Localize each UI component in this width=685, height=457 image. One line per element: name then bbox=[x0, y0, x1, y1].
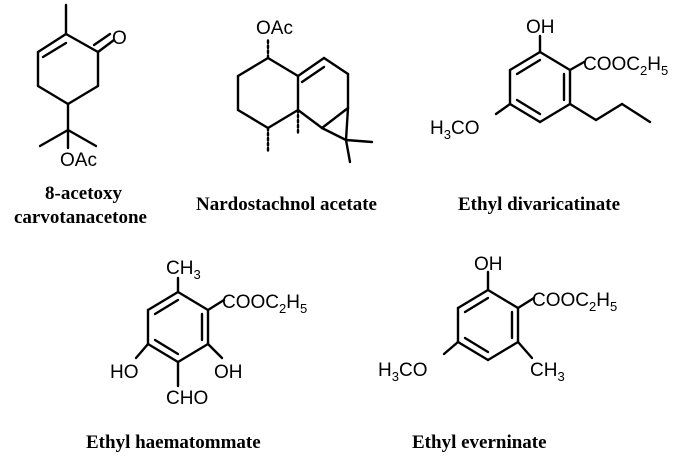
acetoxy-label: OAc bbox=[60, 150, 97, 171]
compound-name: Nardostachnol acetate bbox=[196, 194, 377, 215]
structure-ethyl-everninate: OH COOC2H5 H3CO CH3 Ethyl everninate bbox=[378, 254, 617, 453]
methyl-label: CH3 bbox=[166, 258, 201, 282]
structure-carvotanacetone: O OAc 8-acetoxy carvotanacetone bbox=[14, 3, 147, 228]
methyl-label: CH3 bbox=[530, 360, 565, 384]
compound-name: Ethyl haematommate bbox=[86, 432, 261, 453]
hydroxy-left-label: HO bbox=[110, 362, 139, 383]
structure-ethyl-divaricatinate: OH COOC2H5 H3CO Ethyl divaricatinate bbox=[430, 17, 668, 215]
bond-lines bbox=[36, 3, 116, 150]
hydroxy-label: OH bbox=[526, 17, 555, 38]
ketone-oxygen-label: O bbox=[112, 28, 127, 49]
acetoxy-label: OAc bbox=[256, 18, 293, 39]
compound-name-line1: 8-acetoxy bbox=[45, 183, 123, 204]
methoxy-label: H3CO bbox=[378, 360, 427, 384]
compound-name: Ethyl divaricatinate bbox=[458, 194, 620, 215]
formyl-label: CHO bbox=[166, 388, 208, 409]
ester-label: COOC2H5 bbox=[532, 290, 617, 314]
bond-lines bbox=[494, 34, 652, 124]
bond-lines bbox=[134, 276, 226, 388]
hydroxy-right-label: OH bbox=[214, 362, 243, 383]
structure-ethyl-haematommate: CH3 COOC2H5 HO OH CHO Ethyl haematommate bbox=[86, 258, 307, 453]
bond-lines bbox=[442, 270, 536, 362]
ester-label: COOC2H5 bbox=[583, 54, 668, 78]
compound-name: Ethyl everninate bbox=[412, 432, 547, 453]
compound-name-line2: carvotanacetone bbox=[14, 207, 147, 228]
bond-lines bbox=[236, 36, 374, 164]
ester-label: COOC2H5 bbox=[222, 292, 307, 316]
methoxy-label: H3CO bbox=[430, 118, 479, 142]
hydroxy-label: OH bbox=[474, 254, 503, 275]
structure-nardostachnol-acetate: OAc Nardostachnol acetate bbox=[196, 18, 377, 215]
